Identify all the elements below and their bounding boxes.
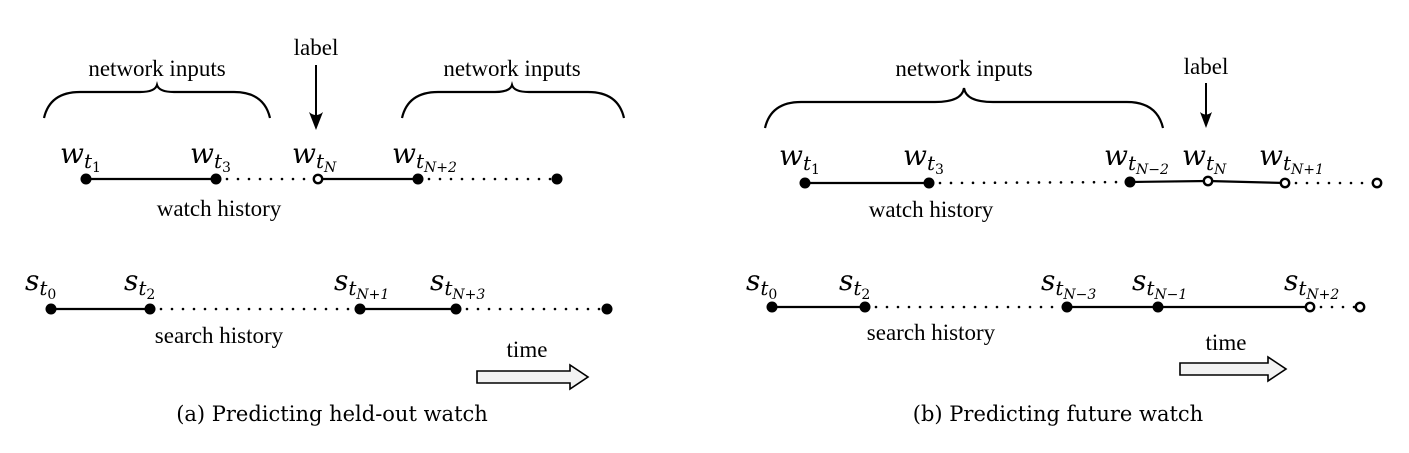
node-label: stN+3 bbox=[430, 264, 485, 303]
node-label: wtN+2 bbox=[392, 137, 457, 176]
caption-b: (b) Predicting future watch bbox=[913, 402, 1203, 426]
event-node-filled bbox=[859, 301, 871, 313]
event-node-open bbox=[1354, 301, 1366, 313]
label-arrow-text: label bbox=[294, 35, 339, 60]
node-label: wt3 bbox=[903, 139, 944, 178]
event-node-open bbox=[1279, 177, 1291, 189]
node-label: wtN+1 bbox=[1259, 139, 1324, 178]
time-arrow-icon bbox=[1179, 355, 1288, 383]
event-node-filled bbox=[80, 173, 92, 185]
brace-label-left: network inputs bbox=[88, 56, 225, 81]
label-arrow-text: label bbox=[1184, 54, 1229, 79]
event-node-filled bbox=[1061, 301, 1073, 313]
node-label: stN+1 bbox=[334, 264, 389, 303]
node-label: wtN−2 bbox=[1104, 139, 1169, 178]
event-node-filled bbox=[923, 177, 935, 189]
event-node-open bbox=[1304, 301, 1316, 313]
search-history-label: search history bbox=[155, 323, 284, 348]
brace-network-inputs-right bbox=[400, 81, 626, 119]
watch-history-label: watch history bbox=[157, 196, 282, 221]
time-label: time bbox=[507, 337, 548, 362]
search-history-track: st0 st2 stN+1 stN+3 bbox=[25, 264, 613, 315]
brace-label-right: network inputs bbox=[443, 56, 580, 81]
event-node-filled bbox=[1152, 301, 1164, 313]
brace-network-inputs bbox=[763, 87, 1165, 129]
event-node-open bbox=[1371, 177, 1383, 189]
event-node-filled bbox=[450, 303, 462, 315]
node-label: st2 bbox=[839, 264, 870, 303]
search-history-label: search history bbox=[867, 320, 996, 345]
event-node-filled bbox=[799, 177, 811, 189]
node-label: st2 bbox=[124, 264, 155, 303]
node-label: wtN bbox=[1182, 139, 1227, 178]
event-node-filled bbox=[144, 303, 156, 315]
node-label: wtN bbox=[292, 137, 337, 176]
event-node-filled bbox=[210, 173, 222, 185]
node-label: wt1 bbox=[60, 137, 101, 176]
brace-label: network inputs bbox=[895, 56, 1032, 81]
event-node-filled bbox=[601, 303, 613, 315]
down-arrow-icon bbox=[1200, 112, 1212, 128]
event-node-open bbox=[1202, 175, 1214, 187]
event-node-filled bbox=[766, 301, 778, 313]
event-node-open bbox=[312, 173, 324, 185]
solid-segment bbox=[1129, 179, 1209, 184]
event-node-filled bbox=[412, 173, 424, 185]
solid-segment bbox=[1207, 179, 1286, 185]
node-label: stN−1 bbox=[1132, 264, 1187, 303]
node-label: stN+2 bbox=[1284, 264, 1339, 303]
event-node-filled bbox=[551, 173, 563, 185]
event-node-filled bbox=[1124, 176, 1136, 188]
time-label: time bbox=[1206, 330, 1247, 355]
down-arrow-icon bbox=[309, 112, 323, 130]
dotted-segment bbox=[938, 180, 1132, 185]
time-arrow-icon bbox=[476, 363, 590, 391]
search-history-track: st0 st2 stN−3 stN−1 stN+2 bbox=[746, 264, 1366, 313]
caption-a: (a) Predicting held-out watch bbox=[176, 402, 488, 426]
node-label: wt3 bbox=[190, 137, 231, 176]
watch-history-track: wt1 wt3 wtN−2 wtN wtN+1 bbox=[779, 139, 1383, 189]
node-label: st0 bbox=[746, 264, 777, 303]
event-node-filled bbox=[354, 303, 366, 315]
panel-b: network inputs label wt1 wt3 wtN−2 wtN wtN+1… bbox=[746, 54, 1383, 426]
watch-history-label: watch history bbox=[869, 197, 994, 222]
node-label: wt1 bbox=[779, 139, 820, 178]
brace-network-inputs-left bbox=[42, 81, 272, 119]
event-node-filled bbox=[45, 303, 57, 315]
node-label: st0 bbox=[25, 264, 56, 303]
watch-history-track: wt1 wt3 wtN wtN+2 bbox=[60, 137, 563, 185]
node-label: stN−3 bbox=[1041, 264, 1096, 303]
